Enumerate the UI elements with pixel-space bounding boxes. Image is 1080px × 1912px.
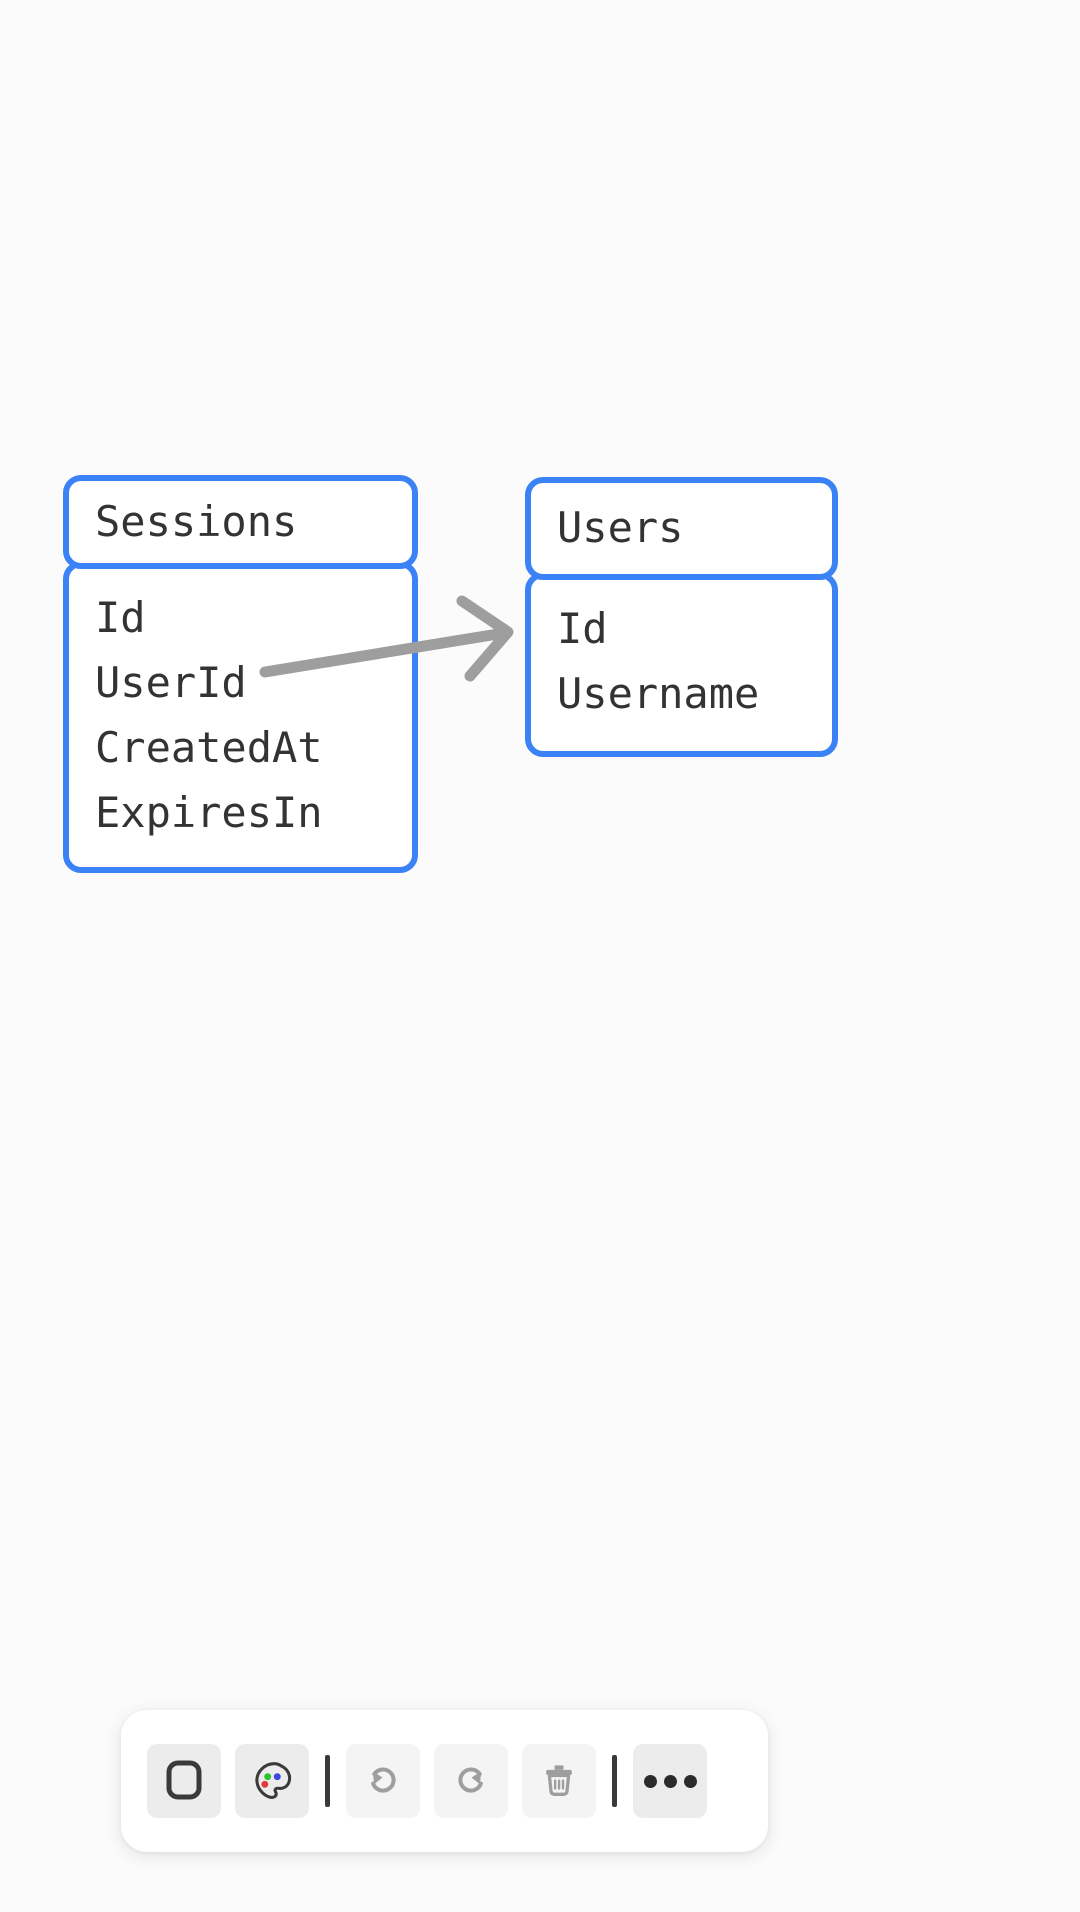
- entity-field[interactable]: ExpiresIn: [95, 787, 323, 837]
- entity-field[interactable]: Id: [95, 592, 146, 642]
- color-palette-button[interactable]: [235, 1744, 309, 1818]
- undo-icon: [360, 1757, 406, 1806]
- palette-icon: [249, 1757, 295, 1806]
- redo-button[interactable]: [434, 1744, 508, 1818]
- entity-field[interactable]: Id: [557, 604, 608, 653]
- trash-icon: [537, 1758, 581, 1805]
- toolbar-divider: [612, 1755, 617, 1807]
- entity-field[interactable]: UserId: [95, 657, 247, 707]
- undo-button[interactable]: [346, 1744, 420, 1818]
- entity-title: Sessions: [95, 496, 298, 546]
- entity-field[interactable]: CreatedAt: [95, 722, 323, 772]
- entity-fields-users[interactable]: Id Username: [525, 572, 838, 757]
- entity-table-users[interactable]: Users Id Username: [525, 477, 838, 757]
- more-options-button[interactable]: [633, 1744, 707, 1818]
- entity-header-sessions[interactable]: Sessions: [63, 475, 418, 569]
- entity-field[interactable]: Username: [557, 669, 760, 719]
- bottom-toolbar[interactable]: [121, 1710, 768, 1852]
- entity-title: Users: [557, 503, 684, 553]
- entity-fields-sessions[interactable]: Id UserId CreatedAt ExpiresIn: [63, 560, 418, 873]
- ellipsis-icon: [643, 1774, 697, 1788]
- entity-header-users[interactable]: Users: [525, 477, 838, 580]
- shape-tool-button[interactable]: [147, 1744, 221, 1818]
- toolbar-divider: [325, 1755, 330, 1807]
- delete-button[interactable]: [522, 1744, 596, 1818]
- rounded-square-icon: [162, 1758, 206, 1805]
- redo-icon: [448, 1757, 494, 1806]
- entity-table-sessions[interactable]: Sessions Id UserId CreatedAt ExpiresIn: [63, 475, 418, 873]
